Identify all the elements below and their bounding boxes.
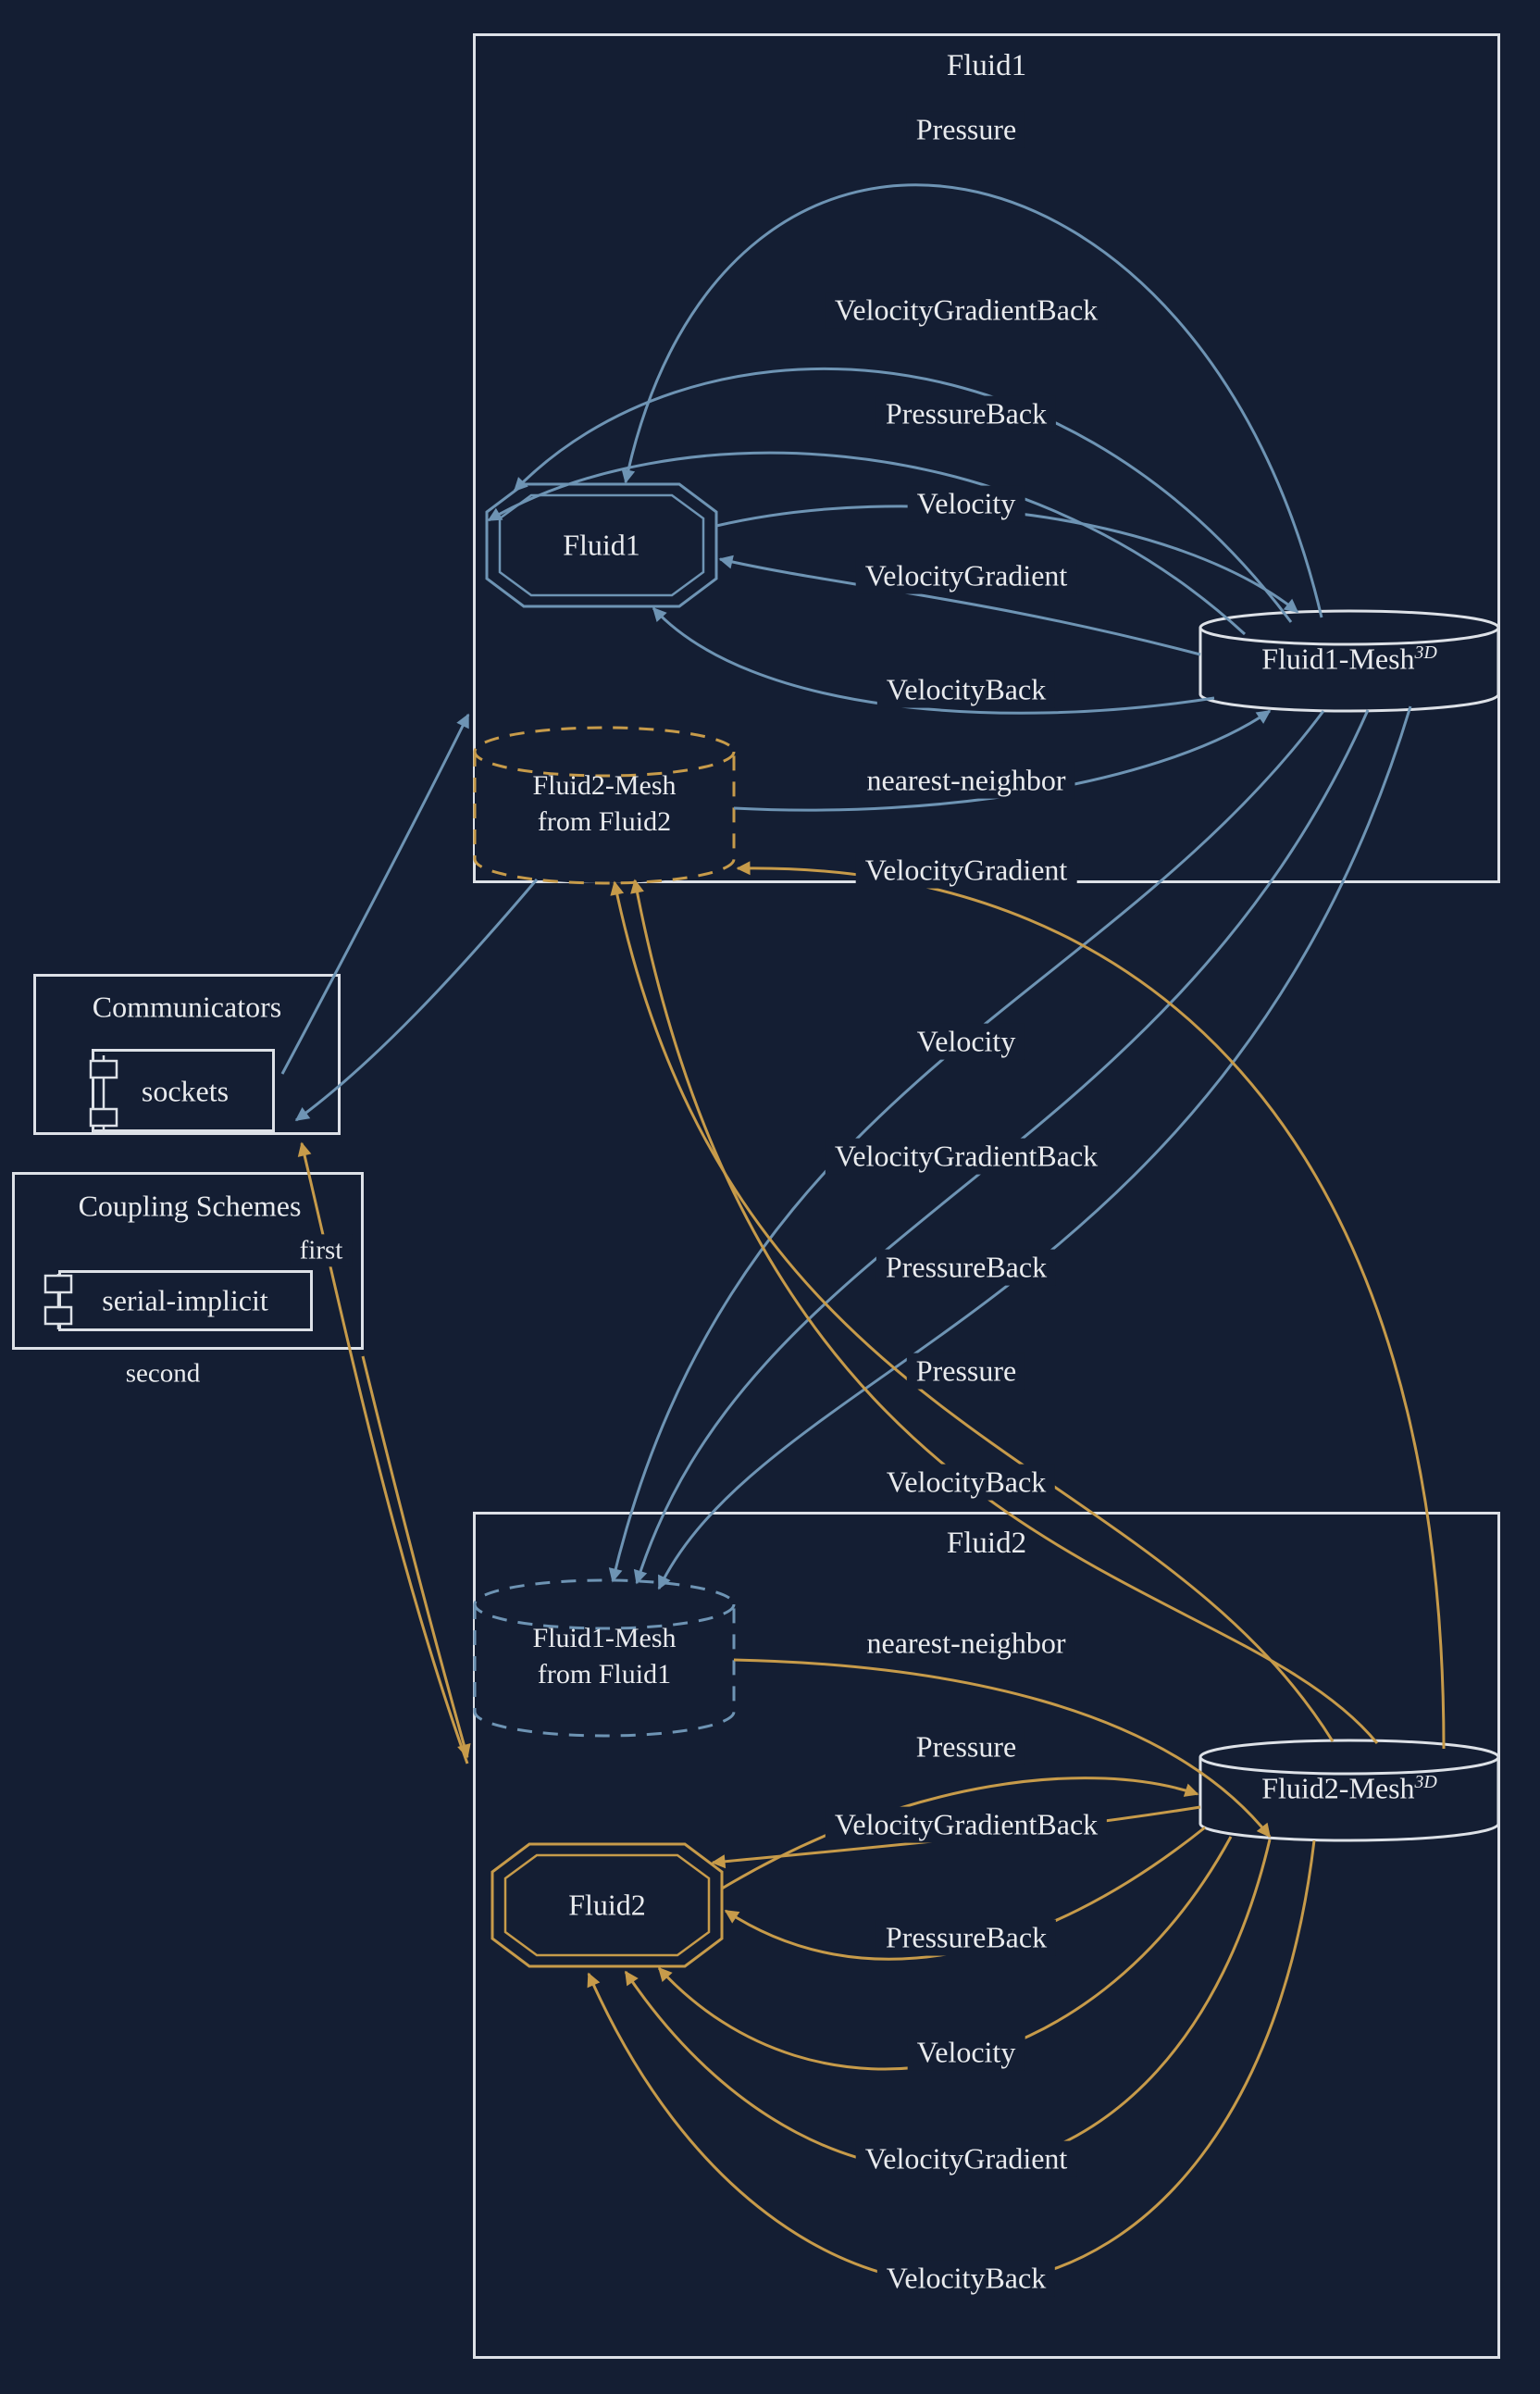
edge-coupling-to-fluid2 [361, 1355, 471, 1759]
edge-label-velocity-gradient-back-top: VelocityGradientBack [825, 292, 1108, 329]
edge-exchange-velocity-gradient-back [633, 709, 1370, 1585]
fluid2-mesh-cylinder [1198, 1739, 1500, 1842]
fluid2-received-mesh-line1: Fluid2-Mesh [532, 770, 677, 801]
edge-fluid1-pressure-back [487, 451, 1247, 636]
sockets-label: sockets [141, 1074, 230, 1108]
edge-fluid1-velocity-gradient-back [513, 367, 1293, 623]
edge-label-pressure-back-bottom: PressureBack [876, 1919, 1057, 1956]
coupling-schemes-title: Coupling Schemes [78, 1189, 302, 1223]
coupling-port-icon [43, 1274, 73, 1329]
coupling-schemes-frame [12, 1172, 364, 1350]
edge-label-exchange-velocity: Velocity [907, 1023, 1025, 1060]
fluid1-mesh-label: Fluid1-Mesh3D [1261, 642, 1437, 677]
edge-exchange-velocity [608, 710, 1325, 1583]
communicators-port-icon [89, 1055, 118, 1131]
communicators-frame [33, 974, 341, 1135]
edge-label-velocity-gradient-top: VelocityGradient [855, 557, 1077, 594]
coupling-second-label: second [125, 1358, 201, 1389]
fluid1-participant-octagon [485, 482, 718, 608]
edge-fluid1-velocity [715, 505, 1299, 614]
edge-sockets-to-fluid1 [280, 713, 470, 1075]
serial-implicit-label: serial-implicit [102, 1283, 268, 1317]
fluid2-received-mesh-cylinder [473, 726, 736, 885]
fluid2-mesh-dimension: 3D [1414, 1771, 1437, 1792]
edge-label-velocity-back-bottom: VelocityBack [876, 2260, 1056, 2297]
fluid2-group-frame [473, 1512, 1500, 2359]
fluid2-received-mesh-line2: from Fluid2 [537, 806, 672, 837]
edge-label-pressure-back-top: PressureBack [876, 395, 1057, 432]
edge-fluid1-to-sockets [294, 879, 539, 1122]
edge-exchange-velocity-back [630, 879, 1379, 1744]
edge-label-exchange-pressure-back: PressureBack [876, 1249, 1057, 1286]
edge-label-pressure-bottom: Pressure [906, 1728, 1026, 1765]
edge-label-mapping-top: nearest-neighbor [857, 762, 1075, 799]
serial-implicit-box [58, 1270, 313, 1331]
fluid2-mesh-label: Fluid2-Mesh3D [1261, 1772, 1437, 1806]
edge-fluid2-to-sockets [297, 1141, 469, 1764]
edge-label-exchange-velocity-back: VelocityBack [876, 1464, 1056, 1501]
fluid1-received-mesh-line2: from Fluid1 [537, 1659, 672, 1690]
fluid2-group-title: Fluid2 [946, 1527, 1027, 1561]
edge-label-velocity-gradient-back-bottom: VelocityGradientBack [825, 1806, 1108, 1843]
edge-label-mapping-bottom: nearest-neighbor [857, 1625, 1075, 1662]
fluid1-mesh-dimension: 3D [1414, 642, 1437, 663]
edge-label-exchange-velocity-gradient-back: VelocityGradientBack [825, 1138, 1108, 1175]
fluid2-mesh-name: Fluid2-Mesh [1261, 1771, 1415, 1805]
edge-fluid1-velocity-gradient [718, 555, 1201, 656]
fluid2-participant-octagon [491, 1842, 724, 1968]
edge-exchange-velocity-gradient [736, 861, 1446, 1750]
edge-label-velocity-bottom: Velocity [907, 2034, 1025, 2071]
edge-fluid1-pressure [621, 183, 1323, 618]
fluid1-mesh-name: Fluid1-Mesh [1261, 642, 1415, 676]
edge-label-exchange-velocity-gradient: VelocityGradient [855, 852, 1077, 889]
edge-exchange-pressure [610, 880, 1335, 1742]
fluid1-group-title: Fluid1 [946, 49, 1027, 83]
coupling-first-label: first [290, 1234, 353, 1267]
communicators-title: Communicators [92, 990, 282, 1024]
edge-label-velocity-back-top: VelocityBack [876, 671, 1056, 708]
edge-fluid2-pressure [721, 1777, 1199, 1890]
edge-label-velocity-top: Velocity [907, 485, 1025, 522]
fluid1-mesh-cylinder [1198, 609, 1500, 713]
edge-label-pressure-top: Pressure [906, 111, 1026, 148]
sockets-box [92, 1049, 275, 1132]
edge-label-exchange-pressure: Pressure [906, 1353, 1026, 1390]
fluid2-received-mesh-label: Fluid2-Mesh from Fluid2 [532, 767, 676, 840]
edge-label-velocity-gradient-bottom: VelocityGradient [855, 2140, 1077, 2177]
fluid1-participant-label: Fluid1 [563, 528, 640, 562]
fluid2-participant-label: Fluid2 [568, 1888, 646, 1922]
fluid1-received-mesh-label: Fluid1-Mesh from Fluid1 [532, 1620, 676, 1692]
fluid1-received-mesh-line1: Fluid1-Mesh [532, 1623, 677, 1653]
edge-fluid2-mapping [733, 1658, 1272, 1839]
fluid1-received-mesh-cylinder [473, 1578, 736, 1738]
